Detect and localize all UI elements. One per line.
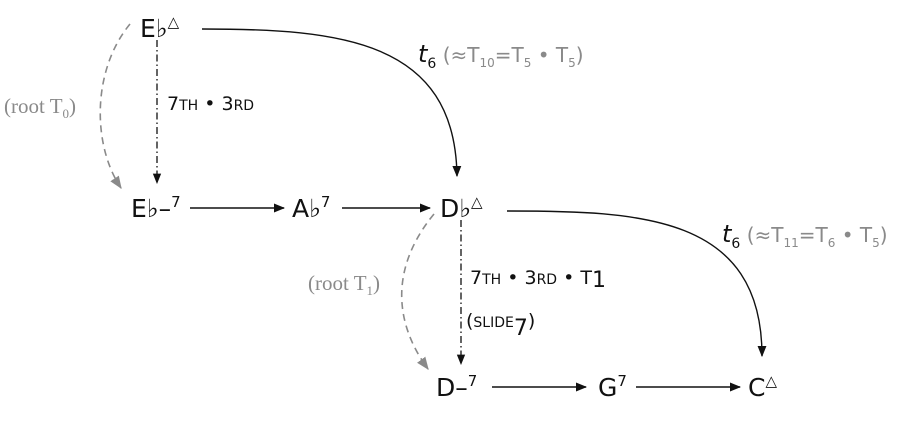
chord-d-min7: D–7 xyxy=(436,372,477,402)
gray-dashed-arrow-root-t1 xyxy=(400,213,435,371)
chord-c-maj7: C△ xyxy=(748,372,777,402)
curved-arrow-dbmaj-to-cmaj xyxy=(506,210,767,358)
label-root-t0: (root T0) xyxy=(4,94,76,121)
label-t6-bottom: t6 (≈T11=T6 • T5) xyxy=(722,220,888,252)
chord-eb-maj7: E♭△ xyxy=(140,13,180,43)
chord-g7: G7 xyxy=(598,372,627,402)
chord-db-maj7: D♭△ xyxy=(440,193,483,223)
label-seventh-third-t1: 7TH • 3RD • T1 xyxy=(470,267,606,293)
gray-dashed-arrow-root-t0 xyxy=(99,23,131,190)
label-seventh-third-top: 7TH • 3RD xyxy=(167,93,254,115)
label-slide7: (SLIDE7) xyxy=(466,310,535,341)
label-t6-top: t6 (≈T10=T5 • T5) xyxy=(418,40,584,72)
curved-arrow-ebmaj-to-dbmaj xyxy=(201,28,462,178)
chord-eb-min7: E♭–7 xyxy=(131,193,181,223)
chord-ab7: A♭7 xyxy=(292,193,330,223)
label-root-t1: (root T1) xyxy=(308,271,380,298)
